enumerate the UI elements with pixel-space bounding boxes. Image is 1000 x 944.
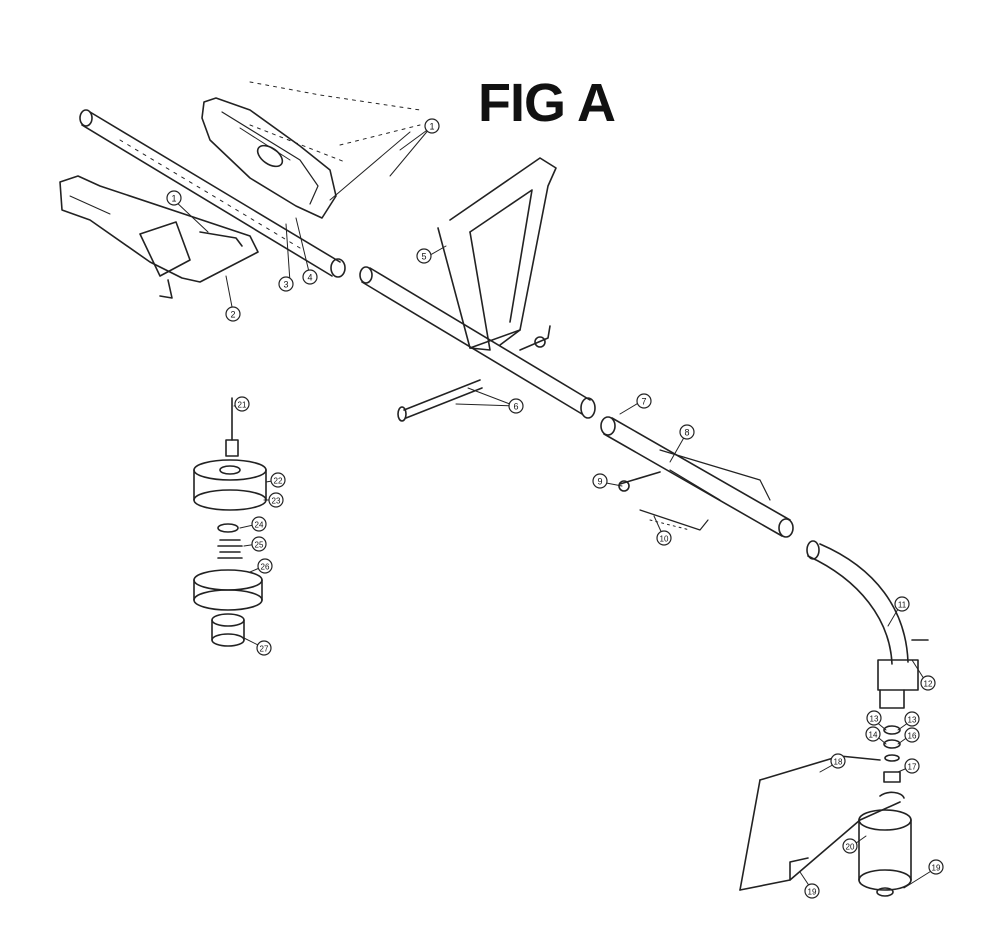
svg-text:1: 1 (171, 194, 176, 204)
callout-27: 27 (256, 640, 272, 656)
svg-text:19: 19 (808, 888, 817, 897)
svg-text:14: 14 (869, 731, 878, 740)
bolt-part (397, 325, 551, 422)
callout-14: 14 (865, 726, 881, 742)
callout-23: 23 (268, 492, 284, 508)
callout-4: 4 (302, 269, 318, 285)
callout-5: 5 (416, 248, 432, 264)
svg-text:16: 16 (908, 732, 917, 741)
svg-text:4: 4 (307, 273, 312, 283)
callout-13a: 13 (866, 710, 882, 726)
svg-text:24: 24 (255, 521, 264, 530)
figure-title: FIG A (478, 73, 616, 133)
callout-8: 8 (679, 424, 695, 440)
spool-housing-part (858, 809, 912, 897)
svg-text:25: 25 (255, 541, 264, 550)
svg-text:19: 19 (932, 864, 941, 873)
callout-22: 22 (270, 472, 286, 488)
callout-1b: 1 (166, 190, 182, 206)
callout-13b: 13 (904, 711, 920, 727)
spool-assembly-part (193, 397, 267, 647)
callout-16: 16 (904, 727, 920, 743)
svg-text:26: 26 (261, 563, 270, 572)
svg-text:2: 2 (230, 310, 235, 320)
callout-17: 17 (904, 758, 920, 774)
callout-11: 11 (894, 596, 910, 612)
svg-text:17: 17 (908, 763, 917, 772)
svg-text:6: 6 (513, 402, 518, 412)
svg-text:21: 21 (238, 401, 247, 410)
svg-text:10: 10 (660, 535, 669, 544)
callout-7: 7 (636, 393, 652, 409)
callout-19: 19 (804, 883, 820, 899)
leader-lines (173, 127, 937, 891)
callout-26: 26 (257, 558, 273, 574)
callout-1a: 1 (424, 118, 440, 134)
callout-24: 24 (251, 516, 267, 532)
engine-housing-part (201, 81, 421, 219)
svg-text:5: 5 (421, 252, 426, 262)
callout-10: 10 (656, 530, 672, 546)
callout-19b: 19 (928, 859, 944, 875)
coupling-stack-part (879, 689, 905, 799)
svg-text:27: 27 (260, 645, 269, 654)
callout-9: 9 (592, 473, 608, 489)
svg-text:13: 13 (870, 715, 879, 724)
callout-2: 2 (225, 306, 241, 322)
middle-shaft-part (359, 266, 596, 419)
svg-text:13: 13 (908, 716, 917, 725)
upper-shaft-part (79, 109, 346, 278)
callout-12: 12 (920, 675, 936, 691)
callout-21: 21 (234, 396, 250, 412)
svg-text:18: 18 (834, 758, 843, 767)
svg-text:7: 7 (641, 397, 646, 407)
handle-housing-part (59, 175, 259, 299)
svg-text:22: 22 (274, 477, 283, 486)
clamp-parts (618, 471, 709, 531)
handle-bar-part (437, 157, 557, 351)
svg-text:20: 20 (846, 843, 855, 852)
lower-tube-part (600, 416, 794, 538)
callout-labels: 1 1 2 3 4 5 6 7 8 9 10 11 12 13 13 14 16… (166, 118, 944, 899)
callout-6: 6 (508, 398, 524, 414)
svg-text:23: 23 (272, 497, 281, 506)
callout-20: 20 (842, 838, 858, 854)
svg-text:3: 3 (283, 280, 288, 290)
svg-text:12: 12 (924, 680, 933, 689)
svg-text:1: 1 (429, 122, 434, 132)
callout-3: 3 (278, 276, 294, 292)
svg-text:9: 9 (597, 477, 602, 487)
callout-25: 25 (251, 536, 267, 552)
svg-text:8: 8 (684, 428, 689, 438)
curved-drive-tube-part (806, 540, 929, 691)
svg-text:11: 11 (898, 601, 907, 610)
callout-18: 18 (830, 753, 846, 769)
